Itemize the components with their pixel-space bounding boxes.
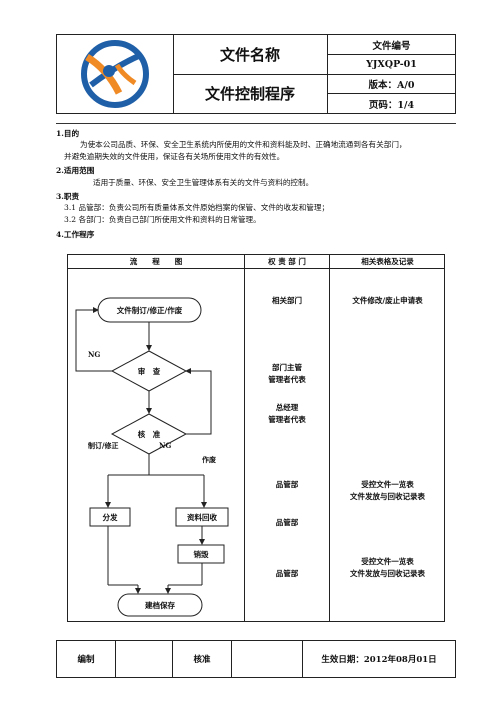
document-footer: 编制 核准 生效日期：2012年08月01日	[56, 640, 456, 678]
department-cell: 相关部门	[272, 296, 302, 305]
document-title: 文件控制程序	[173, 74, 328, 113]
column-header-department: 权 责 部 门	[268, 257, 306, 266]
footer-effective-date: 生效日期：2012年08月01日	[321, 655, 437, 665]
section-4-heading: 4.工作程序	[56, 230, 95, 239]
flow-recall: 资料回收	[187, 512, 217, 522]
doc-number: YJXQP-01	[328, 55, 455, 75]
footer-divider	[302, 641, 303, 677]
flow-approve: 核 准	[137, 429, 161, 439]
document-header: 文件名称 文件控制程序 文件编号 YJXQP-01 版本：A/0 页码：1/4	[56, 34, 456, 114]
section-1-text: 为使本公司品质、环保、安全卫生系统内所使用的文件和资料能及时、正确地流通到各有关…	[80, 140, 407, 149]
section-3-heading: 3.职责	[56, 192, 80, 201]
record-cell: 受控文件一览表 文件发放与回收记录表	[350, 557, 425, 578]
flow-ng-label: NG	[159, 441, 172, 450]
flowchart	[75, 297, 229, 617]
department-cell: 品管部	[275, 480, 299, 489]
flow-destroy: 销毁	[193, 549, 209, 559]
footer-approved-label: 核准	[193, 655, 211, 665]
department-cell: 品管部	[275, 518, 299, 527]
column-divider	[244, 255, 245, 621]
flow-distribute: 分发	[102, 512, 118, 522]
flow-start: 文件制订/修正/作废	[116, 305, 183, 315]
header-rule	[56, 123, 456, 124]
page-number: 页码：1/4	[368, 99, 415, 111]
file-name-label: 文件名称	[173, 35, 328, 75]
department-cell: 总经理 管理者代表	[268, 403, 306, 424]
flow-archive-shape	[117, 593, 203, 617]
flow-review: 审 查	[137, 366, 161, 376]
flow-archive: 建档保存	[145, 600, 175, 610]
logo-cell	[57, 35, 174, 113]
section-2-heading: 2.适用范围	[56, 166, 95, 175]
flow-side-label: 制订/修正	[88, 441, 119, 450]
section-2-text: 适用于质量、环保、安全卫生管理体系有关的文件与资料的控制。	[93, 178, 314, 187]
section-3-text: 3.2 各部门：负责自己部门所使用文件和资料的日常管理。	[64, 215, 261, 224]
column-header-records: 相关表格及记录	[361, 257, 414, 266]
section-1-text: 并避免逾期失效的文件使用，保证各有关场所使用文件的有效性。	[64, 152, 285, 161]
column-header-flowchart: 流 程 图	[129, 257, 183, 266]
procedure-table: 流 程 图 权 责 部 门 相关表格及记录 相关部门 文件修改/废止申请表 部门…	[67, 254, 445, 622]
flow-destroy-shape	[177, 544, 225, 564]
section-1-heading: 1.目的	[56, 129, 80, 138]
footer-divider	[231, 641, 232, 677]
column-divider	[329, 255, 330, 621]
header-divider	[68, 268, 444, 269]
flow-distribute-shape	[89, 507, 131, 527]
section-3-text: 3.1 品管部：负责公司所有质量体系文件原始档案的保管、文件的收发和管理；	[64, 203, 330, 212]
footer-compiled-label: 编制	[77, 655, 95, 665]
version: 版本：A/0	[328, 74, 455, 94]
doc-number-label: 文件编号	[328, 35, 455, 55]
flow-side-label: 作废	[202, 455, 216, 464]
record-cell: 受控文件一览表 文件发放与回收记录表	[350, 480, 425, 501]
department-cell: 品管部	[275, 569, 299, 578]
footer-divider	[172, 641, 173, 677]
company-logo	[81, 40, 149, 108]
flow-ng-label: NG	[88, 350, 101, 359]
footer-divider	[115, 641, 116, 677]
record-cell: 文件修改/废止申请表	[352, 296, 423, 305]
department-cell: 部门主管 管理者代表	[268, 363, 306, 384]
